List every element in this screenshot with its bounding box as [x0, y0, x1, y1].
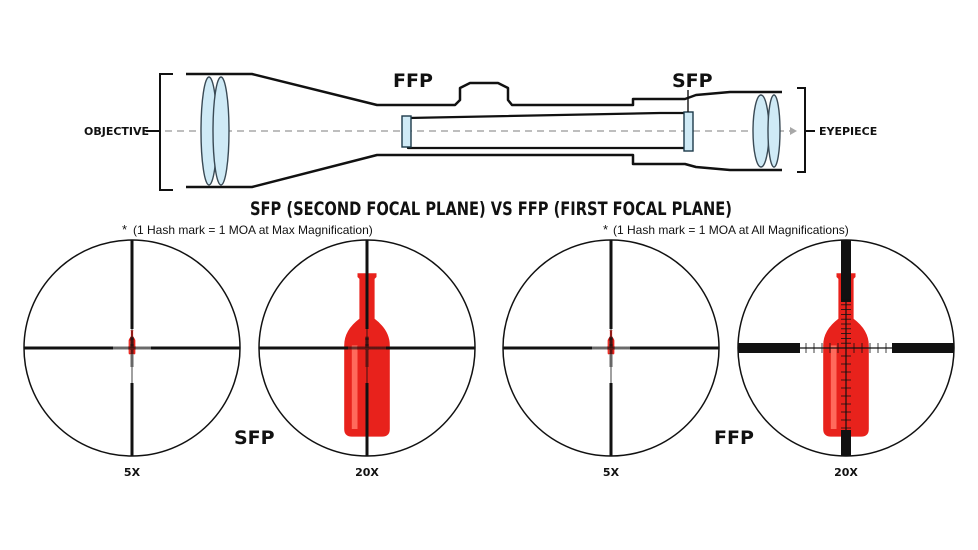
objective-bracket — [159, 73, 173, 191]
eyepiece-lens-2 — [767, 94, 781, 168]
eyepiece-bracket — [797, 87, 806, 173]
objective-lens-2 — [212, 76, 230, 186]
hash-marks — [805, 299, 887, 429]
sfp-scope-label: SFP — [672, 70, 713, 92]
reticle-sfp-20x — [258, 239, 476, 457]
ffp-note-star-text: (1 Hash mark = 1 MOA at All Magnificatio… — [613, 223, 849, 237]
sfp-reticle-element — [683, 111, 694, 152]
bottle-target — [344, 273, 390, 437]
magnification-label-sfp-20x: 20X — [355, 466, 379, 479]
hash-marks — [592, 336, 630, 367]
eyepiece-label: EYEPIECE — [819, 125, 877, 138]
magnification-label-ffp-20x: 20X — [834, 466, 858, 479]
ffp-reticle-element — [401, 115, 412, 148]
bottle-target — [823, 273, 869, 437]
sfp-note-star: * — [122, 222, 127, 237]
ffp-scope-label: FFP — [393, 70, 433, 92]
scope-body-bottom — [186, 153, 782, 189]
magnification-label-ffp-5x: 5X — [603, 466, 620, 479]
erector-tube — [406, 111, 687, 150]
magnification-label-sfp-5x: 5X — [124, 466, 141, 479]
hash-marks — [348, 336, 386, 367]
reticle-ffp-20x — [737, 239, 955, 457]
ffp-note-star: * — [603, 222, 608, 237]
sfp-group-label: SFP — [234, 427, 275, 449]
scope-diagram: OBJECTIVE EYEPIECE FFP SFP — [84, 70, 877, 191]
objective-label: OBJECTIVE — [84, 125, 149, 138]
eyepiece-lens-1 — [752, 94, 770, 168]
optical-axis-arrowhead — [790, 127, 797, 135]
hash-marks — [113, 336, 151, 367]
ffp-group-label: FFP — [714, 427, 754, 449]
page-title: SFP (SECOND FOCAL PLANE) VS FFP (FIRST F… — [250, 198, 732, 220]
reticle-ffp-5x — [502, 239, 720, 457]
reticle-sfp-5x — [23, 239, 241, 457]
sfp-note: (1 Hash mark = 1 MOA at Max Magnificatio… — [133, 223, 373, 237]
